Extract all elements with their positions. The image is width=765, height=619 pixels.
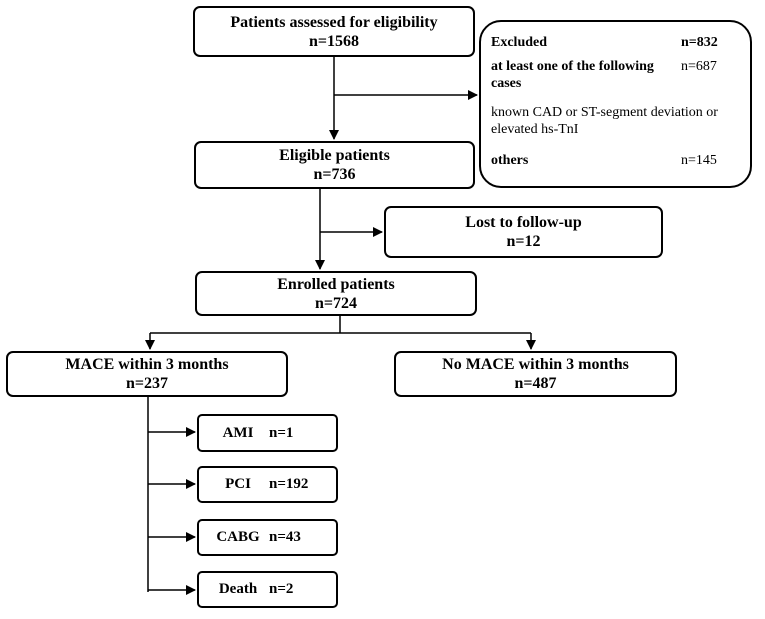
eligible-box: Eligible patients n=736 (194, 141, 475, 189)
mace-count: n=237 (125, 375, 168, 392)
eligible-title: Eligible patients (279, 147, 390, 164)
enrolled-box: Enrolled patients n=724 (195, 271, 477, 316)
lost-box: Lost to follow-up n=12 (384, 206, 663, 258)
lost-title: Lost to follow-up (465, 214, 582, 231)
excluded-item-count: n=145 (681, 153, 717, 168)
outcome-box-cabg: CABG n=43 (197, 519, 338, 556)
assessed-title: Patients assessed for eligibility (230, 13, 438, 31)
excluded-item-label: at least one of the following cases (491, 59, 654, 91)
outcome-count: n=2 (269, 581, 294, 597)
outcome-count: n=1 (269, 424, 294, 441)
outcome-count: n=43 (269, 529, 301, 545)
assessed-box: Patients assessed for eligibility n=1568 (193, 6, 475, 57)
lost-count: n=12 (506, 233, 541, 250)
mace-box: MACE within 3 months n=237 (6, 351, 288, 397)
excluded-item-count: n=687 (681, 59, 717, 74)
no-mace-box: No MACE within 3 months n=487 (394, 351, 677, 397)
excluded-title: Excluded (491, 35, 548, 50)
outcome-box-death: Death n=2 (197, 571, 338, 608)
assessed-count: n=1568 (308, 32, 359, 50)
excluded-item-label: known CAD or ST-segment deviation or ele… (491, 105, 718, 137)
outcome-label: AMI (222, 424, 254, 441)
outcome-label: Death (218, 581, 258, 597)
excluded-box: Excluded n=832 at least one of the follo… (479, 20, 752, 188)
mace-title: MACE within 3 months (65, 356, 229, 373)
excluded-item-label: others (491, 153, 529, 168)
no-mace-count: n=487 (514, 375, 557, 392)
outcome-label: PCI (225, 476, 251, 492)
enrolled-count: n=724 (314, 294, 357, 312)
outcome-label: CABG (216, 529, 260, 545)
enrolled-title: Enrolled patients (277, 275, 395, 293)
outcome-count: n=192 (269, 476, 309, 492)
outcome-box-pci: PCI n=192 (197, 466, 338, 503)
no-mace-title: No MACE within 3 months (442, 356, 629, 373)
excluded-title-count: n=832 (681, 35, 718, 50)
eligible-count: n=736 (313, 166, 356, 183)
outcome-box-ami: AMI n=1 (197, 414, 338, 452)
